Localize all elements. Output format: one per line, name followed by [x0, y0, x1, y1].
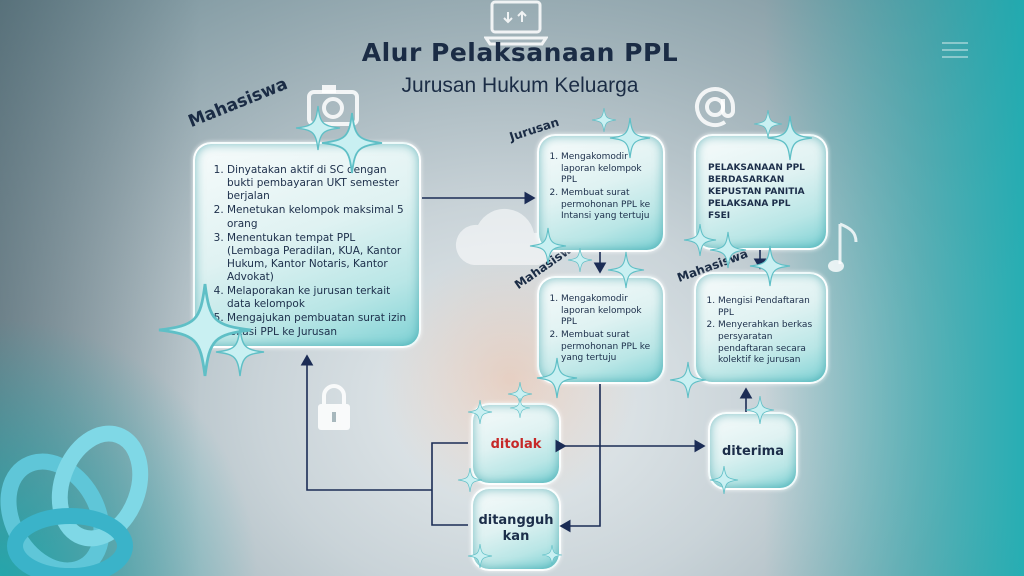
laptop-icon — [484, 0, 548, 46]
diterima-label: diterima — [722, 443, 784, 459]
diagram-title: Alur Pelaksanaan PPL — [361, 38, 679, 67]
at-sign-icon — [695, 87, 735, 128]
mahasiswa-mid-steps-list: Mengakomodir laporan kelompok PPL Membua… — [545, 294, 657, 365]
mahasiswa-right-step-1: Mengisi Pendaftaran PPL — [718, 296, 820, 319]
jurusan-step-2: Membuat surat permohonan PPL ke Intansi … — [561, 188, 657, 223]
jurusan-steps-list: Mengakomodir laporan kelompok PPL Membua… — [545, 152, 657, 223]
mahasiswa-mid-step-1: Mengakomodir laporan kelompok PPL — [561, 294, 657, 329]
main-steps-list: Dinyatakan aktif di SC dengan bukti pemb… — [205, 164, 411, 339]
main-step-3: Menentukan tempat PPL (Lembaga Peradilan… — [227, 232, 411, 285]
arrow-status-back-to-main — [307, 356, 468, 526]
step-jurusan: Mengakomodir laporan kelompok PPL Membua… — [537, 134, 665, 252]
mahasiswa-right-steps-list: Mengisi Pendaftaran PPL Menyerahkan berk… — [702, 296, 820, 367]
ditangguhkan-line-1: ditangguh — [478, 512, 554, 528]
mahasiswa-mid-step-2: Membuat surat permohonan PPL ke yang ter… — [561, 330, 657, 365]
camera-icon — [307, 85, 359, 126]
ring-icon — [0, 425, 149, 576]
ditangguhkan-line-2: kan — [502, 529, 530, 544]
pelaksanaan-text: PELAKSANAAN PPL BERDASARKAN KEPUSTAN PAN… — [708, 162, 805, 222]
step-mahasiswa-main: Dinyatakan aktif di SC dengan bukti pemb… — [193, 142, 421, 348]
status-ditolak: ditolak — [471, 403, 561, 485]
arrow-mid-to-ditangguhkan — [559, 384, 601, 533]
cloud-icon — [455, 208, 553, 265]
music-note-icon — [828, 222, 858, 272]
main-step-4: Melaporakan ke jurusan terkait data kelo… — [227, 285, 411, 311]
main-step-1: Dinyatakan aktif di SC dengan bukti pemb… — [227, 164, 411, 203]
menu-icon — [942, 42, 968, 58]
jurusan-step-1: Mengakomodir laporan kelompok PPL — [561, 152, 657, 187]
step-pelaksanaan: PELAKSANAAN PPL BERDASARKAN KEPUSTAN PAN… — [694, 134, 828, 250]
lock-icon — [318, 384, 350, 430]
mahasiswa-right-step-2: Menyerahkan berkas persyaratan pendaftar… — [718, 320, 820, 367]
sparkle-icon — [157, 105, 813, 569]
step-mahasiswa-right: Mengisi Pendaftaran PPL Menyerahkan berk… — [694, 272, 828, 384]
ditolak-label: ditolak — [490, 436, 542, 452]
main-step-5: Mengajukan pembuatan surat izin lokasi P… — [227, 312, 411, 338]
diagram-subtitle: Jurusan Hukum Keluarga — [401, 74, 639, 97]
main-step-2: Menetukan kelompok maksimal 5 orang — [227, 204, 411, 230]
